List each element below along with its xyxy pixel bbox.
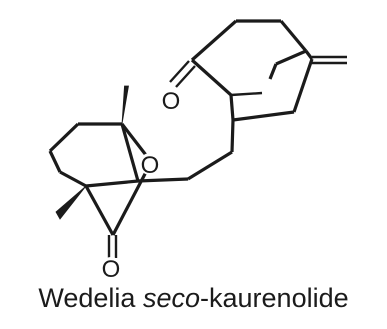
ring-bond-6 [48, 122, 80, 153]
lactone-oxygen-atom: O [100, 256, 122, 283]
ring-oxygen-label: O [141, 152, 160, 179]
bond-bridgehead-methano [275, 49, 307, 66]
bond-c16-c15 [292, 58, 314, 113]
lactone-oxygen-label: O [102, 256, 121, 283]
ring-bond-2 [120, 123, 140, 182]
ring-oxygen-atom: O [139, 152, 161, 179]
lactone-carbonyl [107, 235, 118, 258]
bond-bridgehead-c16 [304, 50, 314, 60]
ketone-double-bond-b [175, 65, 196, 88]
upper-methyl-wedge [121, 85, 129, 125]
ring-bond-4 [59, 170, 87, 188]
lactone-bridge [84, 123, 151, 236]
bond-c4-bridgehead [279, 19, 308, 53]
compound-caption: Wedelia seco-kaurenolide [0, 278, 387, 318]
caption-genus: Wedelia [38, 283, 136, 313]
ethano-linker [137, 119, 235, 183]
ring-bond-5 [48, 150, 62, 173]
bond-methano-quaternary [230, 91, 263, 97]
ketone-oxygen-label: O [162, 88, 181, 115]
ring-bond-3 [85, 179, 139, 188]
ketone-double-bond-a [169, 60, 190, 83]
bond-c-ring-oxygen [120, 123, 151, 160]
ketone-group [169, 60, 196, 88]
bond-c15-quaternary [232, 110, 295, 122]
ketone-oxygen-atom: O [160, 88, 182, 115]
bicyclic-ring-bonds [190, 19, 314, 122]
bond-linker-1 [230, 119, 235, 153]
cyclohexane-ring [48, 122, 140, 188]
bond-methano-lower [268, 63, 278, 80]
bond-c1-c2 [190, 58, 233, 97]
methyl-wedges [55, 85, 129, 220]
exocyclic-methylene [312, 55, 347, 65]
caption-compound: -kaurenolide [200, 283, 349, 313]
bond-c2-c3 [190, 19, 238, 62]
bond-ring-carbonyl [84, 185, 115, 236]
bond-linker-3 [137, 177, 189, 183]
bond-ring-oxygen-carbonyl [111, 171, 148, 236]
caption-seco: seco [142, 283, 201, 313]
bond-linker-2 [187, 150, 233, 181]
bond-quaternary-link [229, 94, 235, 121]
lower-methyl-wedge [55, 185, 87, 220]
